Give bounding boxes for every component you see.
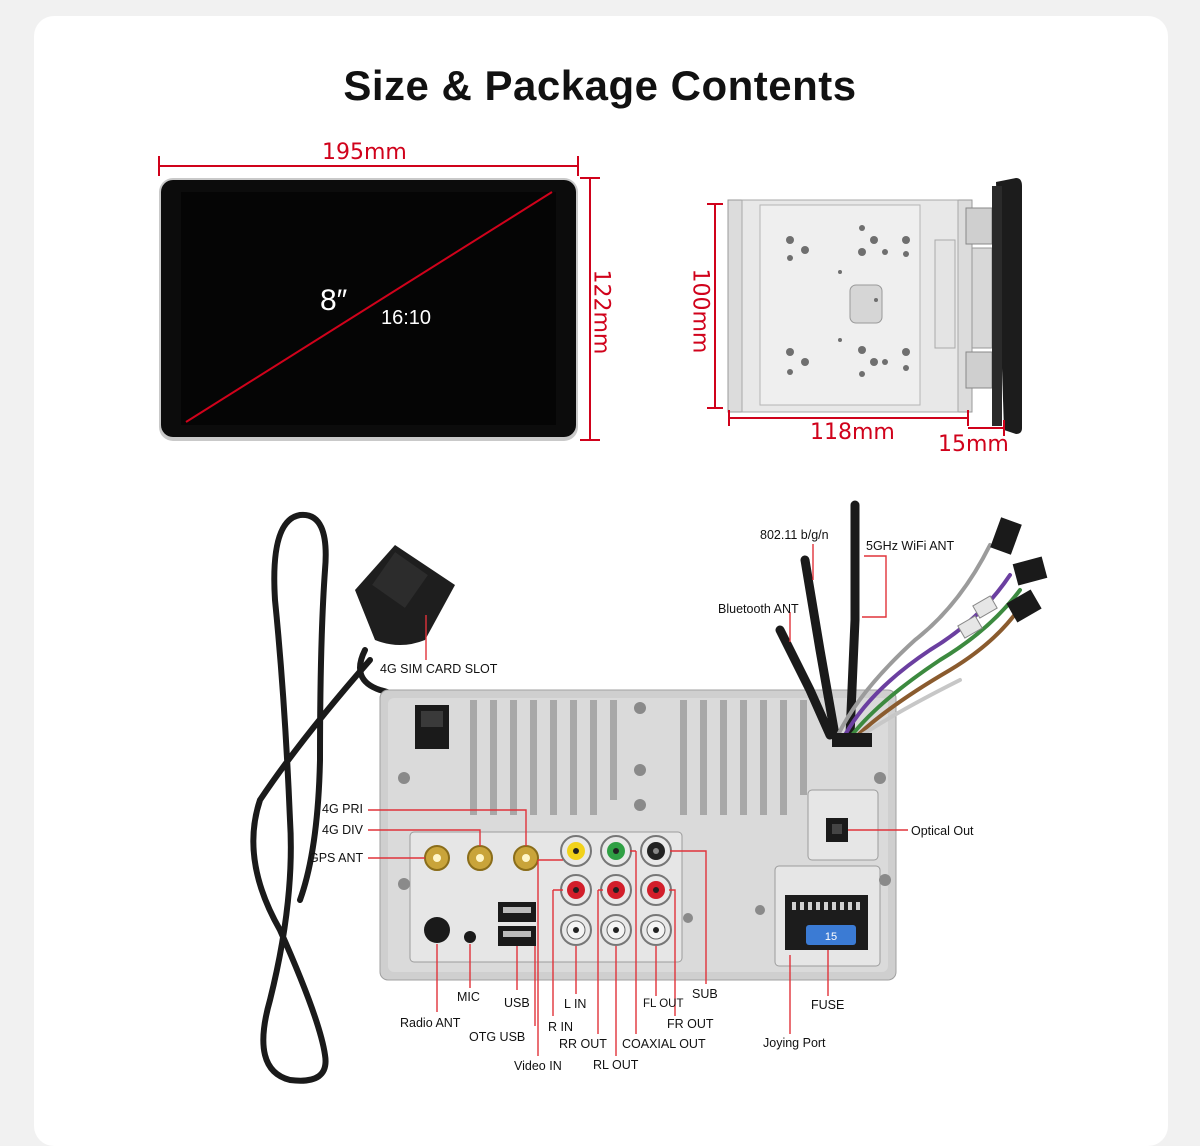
coaxial-out-label: COAXIAL OUT	[622, 1037, 706, 1051]
gps-label: GPS ANT	[309, 851, 364, 865]
sim-adapter-image	[355, 545, 455, 645]
rl-out-label: RL OUT	[593, 1058, 639, 1072]
wifi-5g-label: 5GHz WiFi ANT	[866, 539, 955, 553]
joying-port-label: Joying Port	[763, 1036, 826, 1050]
fuse-label: FUSE	[811, 998, 845, 1012]
pointer-lines	[368, 544, 908, 1056]
fl-out-label: FL OUT	[643, 998, 684, 1010]
rr-out-label: RR OUT	[559, 1037, 607, 1051]
4g-div-label: 4G DIV	[322, 823, 363, 837]
panel-depth-label: 15mm	[938, 432, 1009, 457]
harness-grommet	[832, 733, 872, 747]
sub-label: SUB	[692, 987, 718, 1001]
r-in-label: R IN	[548, 1020, 573, 1034]
height-label: 122mm	[588, 269, 614, 355]
video-in-label: Video IN	[514, 1059, 562, 1073]
wifi-bgn-label: 802.11 b/g/n	[760, 528, 829, 542]
usb-label: USB	[504, 996, 530, 1010]
width-dimension-line	[158, 156, 579, 176]
chassis-height-label: 100mm	[687, 268, 713, 354]
chassis-depth-label: 118mm	[810, 420, 895, 445]
chassis-height-dimension-line	[707, 203, 723, 409]
fr-out-label: FR OUT	[667, 1017, 714, 1031]
antenna-cables-image	[775, 500, 1027, 740]
sim-slot-label: 4G SIM CARD SLOT	[380, 662, 498, 676]
4g-pri-label: 4G PRI	[322, 802, 363, 816]
mic-label: MIC	[457, 990, 480, 1004]
otg-usb-label: OTG USB	[469, 1030, 526, 1044]
width-label: 195mm	[322, 140, 407, 165]
page-title: Size & Package Contents	[343, 62, 857, 109]
l-in-label: L IN	[564, 997, 587, 1011]
height-dimension-line	[580, 177, 600, 441]
screen-size-label: 8″	[320, 284, 348, 317]
gold-connectors	[424, 845, 539, 871]
bluetooth-label: Bluetooth ANT	[718, 602, 799, 616]
screen-front-image	[159, 178, 578, 441]
harness-connectors-image	[957, 517, 1048, 639]
radio-label: Radio ANT	[400, 1016, 461, 1030]
fuse-value-text: 15	[825, 931, 837, 943]
rca-sockets	[560, 835, 672, 946]
chassis-side-image	[727, 178, 1022, 434]
aspect-ratio-label: 16:10	[381, 307, 432, 329]
chassis-depth-dimension-line	[728, 410, 1005, 436]
rear-panel-image: 15	[379, 689, 897, 981]
optical-label: Optical Out	[911, 824, 974, 838]
